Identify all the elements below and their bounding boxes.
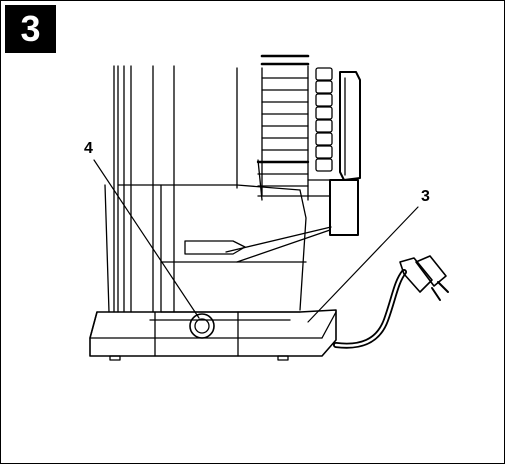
rear-grille <box>256 54 361 236</box>
step-number-badge: 3 <box>5 5 56 53</box>
device-body <box>104 65 332 313</box>
power-button-icon <box>189 313 215 339</box>
cable-icon <box>333 269 407 349</box>
plug-icon <box>399 255 449 301</box>
callout-4-leader <box>93 159 200 319</box>
base <box>89 309 337 361</box>
callout-3-label: 3 <box>421 188 430 205</box>
callout-3-leader <box>307 206 419 323</box>
callout-4-label: 4 <box>84 140 93 157</box>
